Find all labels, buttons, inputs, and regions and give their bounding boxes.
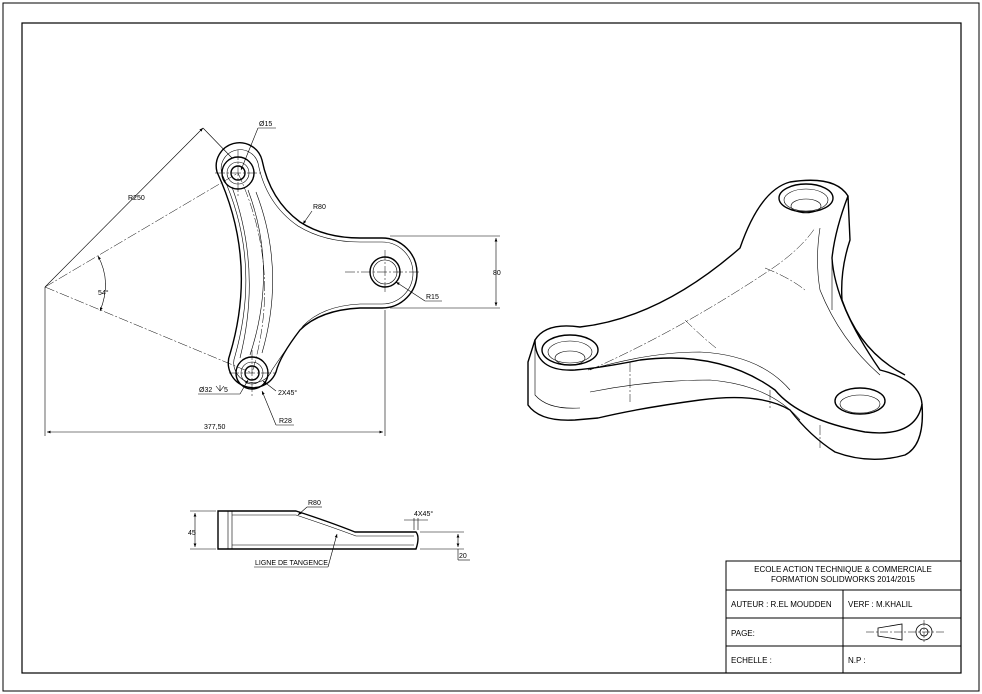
tb-school: ECOLE ACTION TECHNIQUE & COMMERCIALE bbox=[754, 565, 932, 574]
iso-hole-top-inner bbox=[783, 188, 829, 212]
iso-top-lobe-side bbox=[840, 195, 906, 376]
centerline-bottom bbox=[44, 286, 253, 374]
r250-ext-line bbox=[202, 127, 233, 159]
dim-r28: R28 bbox=[279, 418, 292, 425]
iso-hole-left-bore bbox=[554, 350, 586, 366]
dim-length: 377,50 bbox=[204, 424, 226, 431]
iso-inner-edge-3 bbox=[817, 227, 881, 376]
dim-chamfer2: 2X45° bbox=[278, 389, 297, 397]
r15-leader bbox=[395, 281, 426, 302]
angle-arc bbox=[97, 255, 106, 312]
top-view: R250 54° Ø15 R80 80 R15 Ø32 5 2X45° R28 bbox=[44, 121, 501, 436]
r28-leader bbox=[261, 390, 277, 426]
iso-inner-edge-1 bbox=[587, 351, 791, 391]
iso-hole-left-inner bbox=[547, 340, 593, 364]
tb-page: PAGE: bbox=[731, 629, 755, 638]
dim-counterbore: Ø32 bbox=[199, 387, 212, 394]
chamfer-leader bbox=[262, 380, 277, 392]
iso-hole-left-outer bbox=[541, 334, 599, 366]
groove-arc-outer bbox=[231, 186, 250, 359]
iso-left-face-edge bbox=[534, 340, 581, 409]
dim-side-45: 45 bbox=[188, 530, 196, 537]
iso-hole-right-inner bbox=[839, 394, 881, 414]
tangent-line-label: LIGNE DE TANGENCE bbox=[255, 560, 328, 567]
depth-symbol-icon bbox=[215, 385, 225, 392]
iso-hole-top-bore bbox=[790, 198, 822, 214]
dim-r15: R15 bbox=[426, 294, 439, 301]
iso-inner-edge-2 bbox=[589, 379, 801, 421]
top-view-outline bbox=[215, 142, 418, 389]
dim-r80-top: R80 bbox=[313, 204, 326, 211]
title-block: ECOLE ACTION TECHNIQUE & COMMERCIALE FOR… bbox=[725, 560, 962, 674]
dim-r250: R250 bbox=[128, 195, 145, 202]
iso-top-face bbox=[534, 179, 923, 434]
tb-verifier: VERF : M.KHALIL bbox=[848, 600, 913, 609]
isometric-view bbox=[527, 179, 924, 461]
iso-hole-top-outer bbox=[778, 183, 834, 213]
iso-left-side bbox=[527, 339, 924, 461]
inner-frame bbox=[21, 22, 962, 674]
iso-tangent-1 bbox=[684, 319, 717, 349]
top-view-inner-edge bbox=[220, 149, 414, 384]
dim-side-r80: R80 bbox=[308, 500, 321, 507]
dim-side-chamfer: 4X45° bbox=[414, 510, 433, 518]
tb-course: FORMATION SOLIDWORKS 2014/2015 bbox=[771, 575, 915, 584]
r250-dim-line bbox=[44, 127, 204, 288]
iso-tangent-2 bbox=[764, 267, 806, 291]
tb-np: N.P : bbox=[848, 656, 866, 665]
groove-arc-inner bbox=[247, 189, 264, 356]
side-r80-leader bbox=[297, 506, 308, 516]
groove-arc-mid bbox=[255, 191, 273, 354]
side-inner-curve bbox=[232, 514, 414, 537]
side-view: 45 R80 4X45° 20 LIGNE DE TANGENCE bbox=[188, 500, 470, 568]
iso-hole-right-outer bbox=[834, 387, 886, 415]
tangent-leader bbox=[327, 533, 338, 568]
side-view-outline bbox=[217, 510, 419, 550]
dim-angle: 54° bbox=[98, 289, 109, 297]
projection-symbol-icon bbox=[866, 620, 946, 644]
dim-dia15: Ø15 bbox=[259, 121, 272, 128]
centerline-arc bbox=[237, 172, 265, 374]
dim-counterbore-depth: 5 bbox=[224, 387, 228, 394]
dia15-leader bbox=[240, 127, 259, 171]
dim-80: 80 bbox=[493, 270, 501, 277]
iso-centerline-1 bbox=[589, 227, 816, 371]
centerline-top bbox=[44, 172, 239, 288]
dim-side-20: 20 bbox=[459, 553, 467, 560]
tb-author: AUTEUR : R.EL MOUDDEN bbox=[731, 600, 832, 609]
tb-scale: ECHELLE : bbox=[731, 656, 772, 665]
r80-leader bbox=[302, 210, 313, 225]
cb-leader-2 bbox=[239, 379, 249, 395]
